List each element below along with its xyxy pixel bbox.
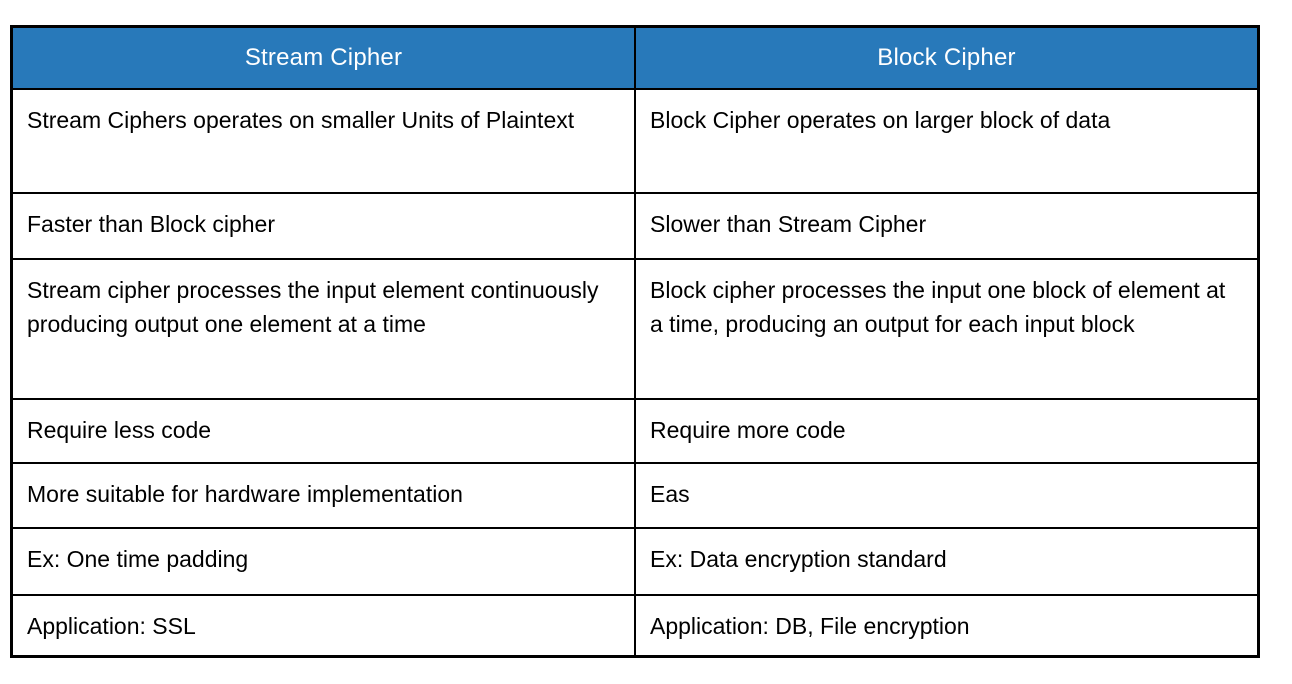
- header-cell-block-cipher: Block Cipher: [634, 25, 1260, 90]
- cell-block-eas: Eas: [634, 461, 1260, 529]
- table-row: Stream cipher processes the input elemen…: [10, 257, 1260, 400]
- cell-block-more-code: Require more code: [634, 397, 1260, 464]
- cell-stream-faster: Faster than Block cipher: [10, 191, 636, 260]
- table-body: Stream Ciphers operates on smaller Units…: [10, 87, 1260, 658]
- cell-block-slower: Slower than Stream Cipher: [634, 191, 1260, 260]
- table-row: Require less code Require more code: [10, 397, 1260, 464]
- header-cell-stream-cipher: Stream Cipher: [10, 25, 636, 90]
- cell-block-application: Application: DB, File encryption: [634, 593, 1260, 658]
- cell-stream-processing: Stream cipher processes the input elemen…: [10, 257, 636, 400]
- cell-stream-application: Application: SSL: [10, 593, 636, 658]
- table-row: Application: SSL Application: DB, File e…: [10, 593, 1260, 658]
- cell-block-example: Ex: Data encryption standard: [634, 526, 1260, 596]
- cell-block-processing: Block cipher processes the input one blo…: [634, 257, 1260, 400]
- cell-stream-units: Stream Ciphers operates on smaller Units…: [10, 87, 636, 194]
- cipher-comparison-table: Stream Cipher Block Cipher Stream Cipher…: [10, 25, 1260, 658]
- cell-stream-hardware: More suitable for hardware implementatio…: [10, 461, 636, 529]
- cell-block-larger: Block Cipher operates on larger block of…: [634, 87, 1260, 194]
- table-row: Stream Ciphers operates on smaller Units…: [10, 87, 1260, 194]
- table-row: More suitable for hardware implementatio…: [10, 461, 1260, 529]
- header-row: Stream Cipher Block Cipher: [10, 25, 1260, 90]
- cell-stream-example: Ex: One time padding: [10, 526, 636, 596]
- cipher-comparison-table-container: Stream Cipher Block Cipher Stream Cipher…: [10, 25, 1260, 658]
- table-row: Faster than Block cipher Slower than Str…: [10, 191, 1260, 260]
- table-row: Ex: One time padding Ex: Data encryption…: [10, 526, 1260, 596]
- table-header: Stream Cipher Block Cipher: [10, 25, 1260, 90]
- cell-stream-less-code: Require less code: [10, 397, 636, 464]
